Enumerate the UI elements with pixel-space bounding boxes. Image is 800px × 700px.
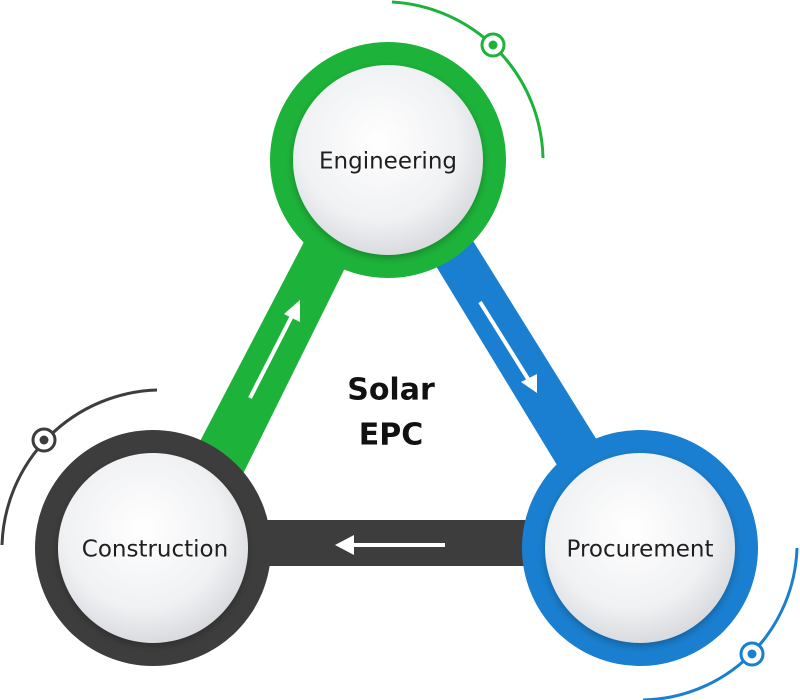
center-title-line1: Solar — [347, 373, 435, 408]
node-construction-label: Construction — [82, 537, 228, 563]
target-blue-icon — [739, 641, 765, 667]
node-engineering: Engineering — [270, 42, 506, 278]
node-procurement-label: Procurement — [567, 537, 714, 563]
node-procurement: Procurement — [522, 430, 758, 666]
target-dark-icon — [31, 427, 57, 453]
node-engineering-face — [293, 65, 483, 255]
arrow-down-right-icon — [478, 300, 537, 393]
center-title-line2: EPC — [359, 418, 424, 453]
node-engineering-label: Engineering — [319, 149, 457, 175]
node-construction: Construction — [35, 430, 271, 666]
target-green-icon — [480, 32, 506, 58]
arrow-left-icon — [335, 535, 445, 555]
node-construction-face — [58, 453, 248, 643]
orbit-arc-green — [391, 0, 545, 159]
node-procurement-face — [545, 453, 735, 643]
orbit-arc-blue — [642, 547, 799, 700]
orbit-arc-dark — [0, 388, 158, 546]
arrow-up-icon — [248, 300, 300, 399]
connector-engineering-procurement — [425, 228, 600, 470]
